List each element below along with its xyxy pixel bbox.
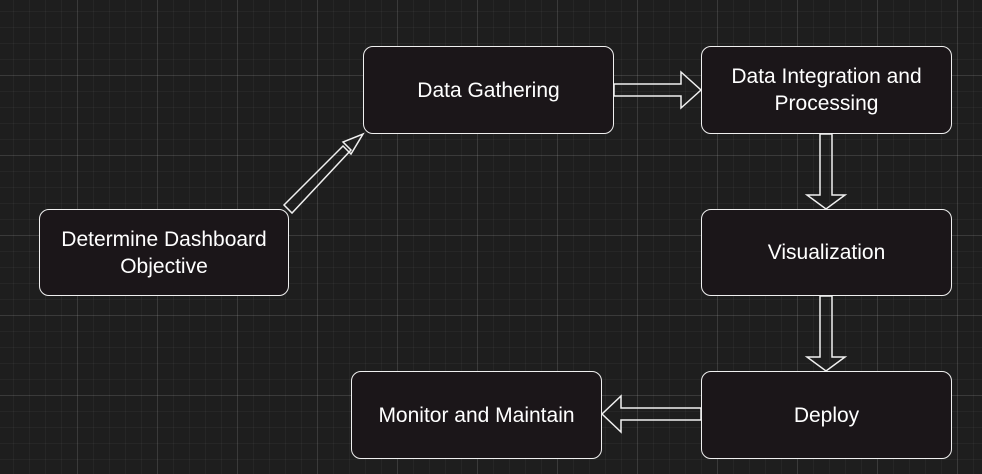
node-data-integration-and-processing[interactable]: Data Integration and Processing <box>701 46 952 134</box>
arrow-objective-to-gathering <box>282 132 365 215</box>
arrow-integration-to-visualization <box>804 133 848 210</box>
node-label: Data Gathering <box>417 78 560 102</box>
arrow-gathering-to-integration <box>613 70 703 110</box>
node-label: Data Integration and Processing <box>731 65 922 115</box>
node-label: Monitor and Maintain <box>378 403 575 427</box>
node-label: Determine Dashboard Objective <box>61 227 267 278</box>
node-visualization[interactable]: Visualization <box>701 209 952 296</box>
node-deploy[interactable]: Deploy <box>701 371 952 459</box>
node-monitor-and-maintain[interactable]: Monitor and Maintain <box>351 371 602 459</box>
node-label: Visualization <box>767 241 886 264</box>
arrow-deploy-to-monitor <box>600 394 702 434</box>
node-data-gathering[interactable]: Data Gathering <box>363 46 614 134</box>
arrow-visualization-to-deploy <box>804 295 848 372</box>
node-label: Deploy <box>793 403 860 427</box>
node-determine-dashboard-objective[interactable]: Determine Dashboard Objective <box>39 209 289 296</box>
